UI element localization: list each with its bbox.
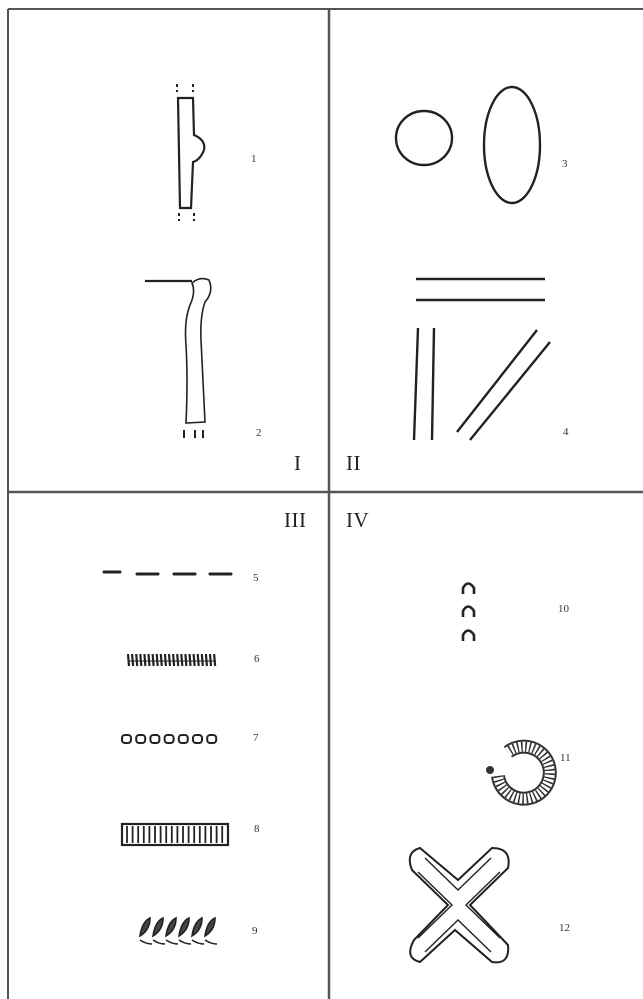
figure-3-circle-ellipse — [396, 87, 540, 203]
quadrant-label-II: II — [346, 451, 361, 476]
figure-number-7: 7 — [253, 732, 259, 744]
figure-12-cross — [410, 848, 509, 962]
figure-number-2: 2 — [256, 427, 262, 439]
figure-number-8: 8 — [254, 823, 260, 835]
figure-number-9: 9 — [252, 925, 258, 937]
figure-number-12: 12 — [559, 922, 570, 934]
figure-number-11: 11 — [560, 752, 571, 764]
quadrant-grid — [8, 9, 643, 999]
figure-1-strip — [177, 84, 204, 221]
figure-9-herringbone — [140, 918, 217, 944]
quadrant-label-IV: IV — [346, 508, 369, 533]
figure-5-dashed-line — [104, 572, 231, 574]
figure-6-comb-band — [128, 654, 216, 666]
figure-number-6: 6 — [254, 653, 260, 665]
figure-number-3: 3 — [562, 158, 568, 170]
figure-number-4: 4 — [563, 426, 569, 438]
figure-4-parallel-lines — [414, 279, 550, 440]
quadrant-label-I: I — [294, 451, 302, 476]
figure-number-5: 5 — [253, 572, 259, 584]
figure-number-1: 1 — [251, 153, 257, 165]
figure-7-circle-row — [122, 735, 216, 743]
quadrant-label-III: III — [284, 508, 306, 533]
figure-number-10: 10 — [558, 603, 569, 615]
figure-11-spiral — [486, 747, 550, 799]
figure-2-curved-strip — [145, 279, 211, 438]
figure-10-arches — [463, 584, 474, 642]
figure-8-hatched-rect — [122, 824, 228, 845]
